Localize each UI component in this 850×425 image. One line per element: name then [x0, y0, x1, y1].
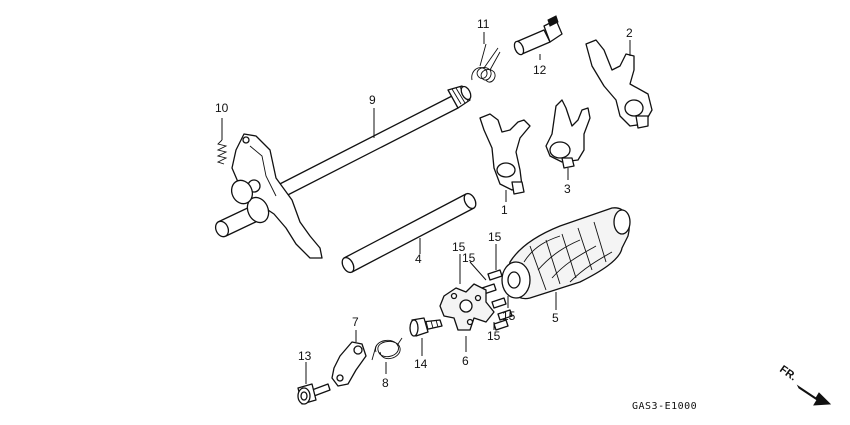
front-direction-arrow: FR. [777, 363, 832, 406]
arrow-right-icon [796, 384, 832, 406]
spring-11 [471, 43, 501, 83]
stopper-arm [331, 341, 367, 387]
shift-drum [501, 207, 631, 300]
callout-2: 2 [626, 26, 633, 40]
callout-13: 13 [298, 349, 312, 363]
callout-14: 14 [414, 357, 428, 371]
shift-fork-1 [479, 113, 531, 195]
callout-15d: 15 [502, 309, 516, 323]
callout-11: 11 [477, 17, 490, 31]
callout-6: 6 [462, 354, 469, 368]
callout-8: 8 [382, 376, 389, 390]
callout-4: 4 [415, 252, 422, 266]
drum-center-plate [439, 283, 495, 331]
callout-10: 10 [215, 101, 229, 115]
drum-pins [481, 269, 513, 331]
callout-5: 5 [552, 311, 559, 325]
shift-fork-shaft [341, 192, 477, 274]
gearshift-spindle [214, 85, 472, 259]
direction-label: FR. [777, 363, 798, 383]
callout-9: 9 [369, 93, 376, 107]
stopper-spring [371, 337, 403, 361]
leader-lines [305, 32, 631, 384]
callout-12: 12 [533, 63, 547, 77]
callout-15a: 15 [452, 240, 466, 254]
diagram-code: GAS3-E1000 [632, 401, 697, 412]
callout-15b: 15 [462, 251, 476, 265]
callout-7: 7 [352, 315, 359, 329]
callout-1: 1 [501, 203, 508, 217]
return-spring [216, 118, 228, 165]
shift-fork-3 [545, 99, 591, 169]
shift-fork-2 [585, 39, 653, 129]
callout-15c: 15 [488, 230, 502, 244]
bolt-14 [409, 317, 443, 337]
bolt-13 [297, 383, 331, 405]
callout-15e: 15 [487, 329, 501, 343]
callout-3: 3 [564, 182, 571, 196]
guide-pin-12 [513, 15, 563, 56]
